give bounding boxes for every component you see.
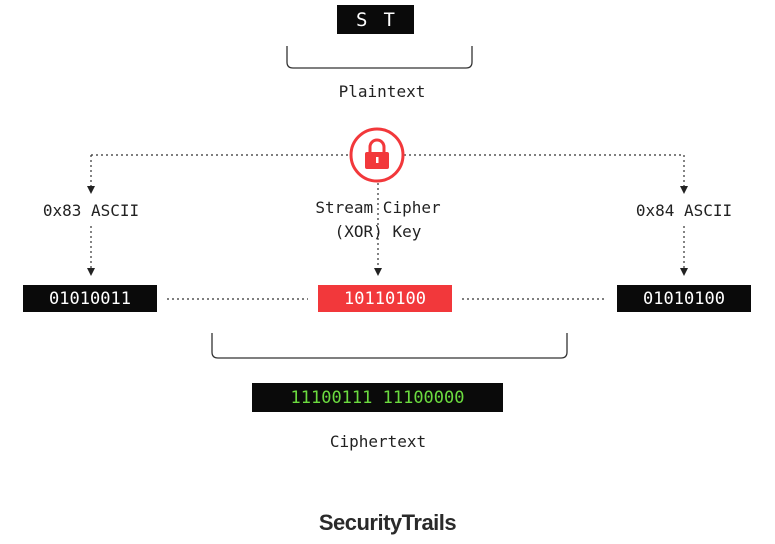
plaintext-char: T <box>383 8 395 31</box>
lock-icon <box>349 127 405 183</box>
securitytrails-logo: SecurityTrails <box>318 510 457 535</box>
right-binary-box: 01010100 <box>617 285 751 312</box>
plaintext-box: S T <box>337 5 414 34</box>
right-ascii-label: 0x84 ASCII <box>635 201 733 220</box>
plaintext-brace <box>286 46 473 69</box>
ciphertext-label: Ciphertext <box>329 432 427 451</box>
key-label-line2: (XOR) Key <box>334 222 422 241</box>
left-ascii-label: 0x83 ASCII <box>42 201 140 220</box>
key-binary-box: 10110100 <box>318 285 452 312</box>
left-binary-box: 01010011 <box>23 285 157 312</box>
plaintext-label: Plaintext <box>338 82 426 101</box>
ciphertext-brace <box>211 333 568 359</box>
plaintext-char: S <box>356 8 368 31</box>
key-label-line1: Stream Cipher <box>315 198 441 217</box>
ciphertext-box: 11100111 11100000 <box>252 383 503 412</box>
